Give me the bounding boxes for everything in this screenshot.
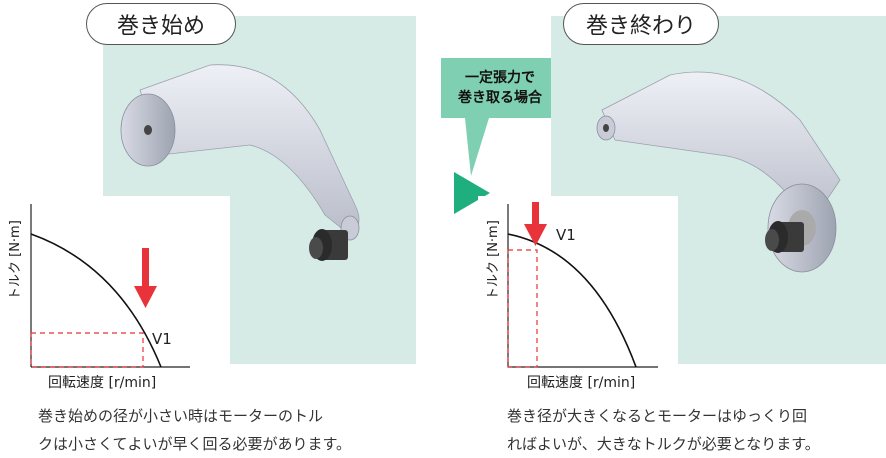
left-axis-x-label: 回転速度 [r/min] [48,375,157,391]
left-motor-icon [309,229,348,261]
right-motor-icon [765,221,804,253]
right-title: 巻き終わり [563,3,719,45]
right-axis-y-label: トルク [N·m] [486,220,501,300]
left-red-arrow-icon [134,248,157,308]
callout-pointer [465,118,489,176]
left-caption: 巻き始めの径が小さい時はモーターのトル クは小さくてよいが早く回る必要があります… [38,407,352,453]
right-caption: 巻き径が大きくなるとモーターはゆっくり回 ればよいが、大きなトルクが必要となりま… [507,407,820,453]
right-axis-x-label: 回転速度 [r/min] [527,375,636,391]
right-torque-chart [478,196,678,374]
right-roll-illustration [596,71,841,273]
right-v1-label: V1 [556,226,576,244]
left-title: 巻き始め [86,3,236,45]
left-axis-y-label: トルク [N·m] [8,220,23,300]
left-roll-illustration [120,64,360,261]
left-torque-chart [0,196,230,374]
condition-callout: 一定張力で 巻き取る場合 [441,58,559,118]
right-red-arrow-icon [524,202,547,246]
left-v1-label: V1 [152,330,172,348]
transition-arrow-icon [454,172,490,214]
